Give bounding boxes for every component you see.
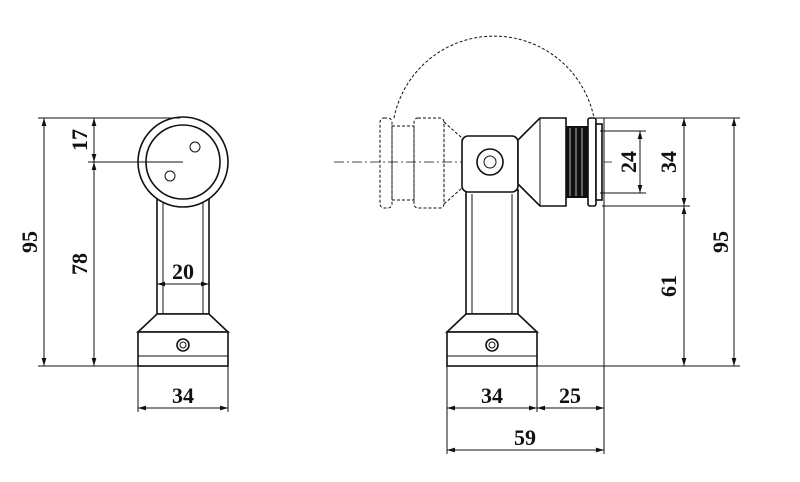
- dim-right-34-vertical: 34: [656, 151, 681, 173]
- left-hole-bottom: [164, 170, 176, 182]
- right-base-screw: [485, 338, 499, 352]
- left-view: 95 17 78 20 34: [17, 116, 231, 412]
- right-post: [465, 189, 519, 315]
- left-base-screw: [176, 338, 190, 352]
- dim-left-95: 95: [17, 231, 42, 253]
- dim-right-59: 59: [514, 425, 536, 450]
- dim-left-20: 20: [172, 259, 194, 284]
- right-view: 24 34 61 95 34 25 59: [334, 35, 740, 454]
- clamp-arm: [517, 117, 567, 207]
- dim-right-95: 95: [708, 231, 733, 253]
- right-base: [446, 331, 538, 367]
- dim-left-34: 34: [172, 383, 194, 408]
- clamp-plate: [587, 117, 597, 207]
- swing-arc: [393, 35, 595, 119]
- dim-left-78: 78: [67, 253, 92, 275]
- right-base-chamfer: [444, 313, 540, 333]
- dim-right-61: 61: [656, 275, 681, 297]
- left-post: [156, 195, 210, 315]
- gasket: [566, 126, 588, 198]
- dim-right-34-base: 34: [481, 383, 503, 408]
- left-base: [137, 331, 229, 367]
- hidden-clamp: [379, 117, 463, 209]
- dim-right-24: 24: [616, 151, 641, 173]
- dim-right-25: 25: [559, 383, 581, 408]
- left-base-chamfer: [135, 313, 231, 333]
- hinge-block: [461, 135, 519, 193]
- dim-left-17: 17: [67, 129, 92, 151]
- left-hole-top: [189, 141, 201, 153]
